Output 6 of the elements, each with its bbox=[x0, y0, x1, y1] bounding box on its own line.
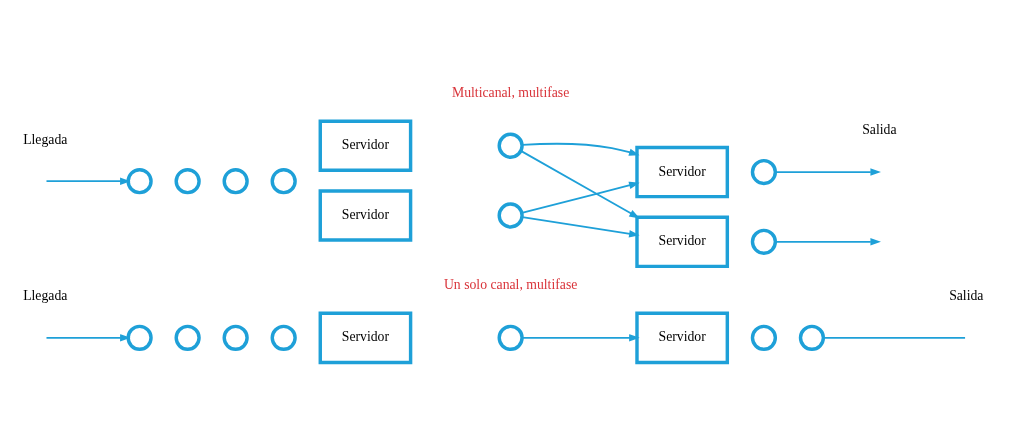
label: Multicanal, multifase bbox=[451, 84, 570, 100]
label: Un solo canal, multifase bbox=[443, 276, 578, 292]
label: Salida bbox=[949, 287, 984, 303]
label: Llegada bbox=[23, 287, 68, 303]
label: Llegada bbox=[23, 131, 68, 147]
label: Salida bbox=[862, 121, 897, 137]
